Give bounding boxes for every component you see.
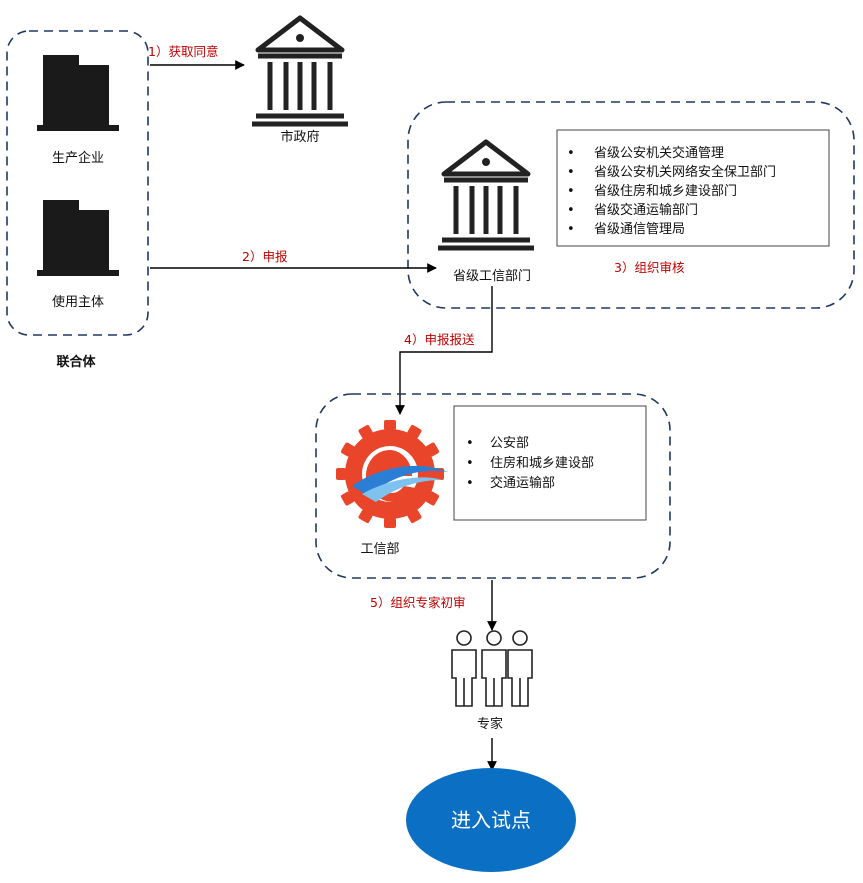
people-group-icon bbox=[451, 630, 533, 707]
ministry-dept-item: 公安部 bbox=[490, 436, 529, 451]
provincial-dept-item: 省级住房和城乡建设部门 bbox=[594, 183, 737, 199]
bullet: • bbox=[466, 476, 474, 491]
bullet: • bbox=[466, 436, 474, 451]
step4-label: 4）申报报送 bbox=[404, 332, 475, 347]
bullet: • bbox=[466, 456, 474, 471]
bullet: • bbox=[567, 222, 575, 237]
ministry-departments-box bbox=[453, 405, 647, 521]
bullet: • bbox=[567, 203, 575, 218]
ministry-group-border bbox=[315, 393, 671, 579]
provincial-dept-item: 省级公安机关交通管理 bbox=[594, 145, 724, 161]
ministry-label: 工信部 bbox=[360, 542, 399, 557]
result-ellipse bbox=[406, 768, 576, 872]
step2-label: 2）申报 bbox=[242, 249, 288, 264]
producer-label: 生产企业 bbox=[52, 150, 104, 166]
bullet: • bbox=[567, 146, 575, 161]
experts-label: 专家 bbox=[477, 716, 503, 732]
consortium-group-border bbox=[6, 30, 149, 336]
ministry-dept-item: 交通运输部 bbox=[490, 475, 555, 491]
provincial-group-border bbox=[407, 101, 855, 309]
step3-label: 3）组织审核 bbox=[614, 260, 685, 275]
provincial-dept-item: 省级通信管理局 bbox=[594, 222, 685, 237]
office-building-icon bbox=[37, 200, 119, 276]
ministry-dept-item: 住房和城乡建设部 bbox=[490, 455, 594, 471]
provincial-departments-list: • 省级公安机关交通管理 • 省级公安机关网络安全保卫部门 • 省级住房和城乡建… bbox=[567, 145, 776, 237]
bullet: • bbox=[567, 184, 575, 199]
ministry-departments-list: • 公安部 • 住房和城乡建设部 • 交通运输部 bbox=[466, 436, 594, 491]
step1-label: 1）获取同意 bbox=[148, 44, 218, 59]
bullet: • bbox=[567, 165, 575, 180]
result-label: 进入试点 bbox=[451, 808, 531, 832]
consortium-label: 联合体 bbox=[56, 354, 96, 370]
government-building-icon bbox=[252, 15, 348, 127]
user-label: 使用主体 bbox=[52, 294, 104, 310]
government-building-icon bbox=[438, 139, 534, 251]
provincial-label: 省级工信部门 bbox=[453, 269, 531, 284]
provincial-departments-box bbox=[556, 129, 830, 247]
provincial-dept-item: 省级公安机关网络安全保卫部门 bbox=[594, 164, 776, 180]
step5-label: 5）组织专家初审 bbox=[370, 595, 465, 610]
step4-arrow bbox=[395, 286, 493, 415]
office-building-icon bbox=[37, 55, 119, 131]
ministry-logo-icon bbox=[336, 420, 448, 528]
provincial-dept-item: 省级交通运输部门 bbox=[594, 202, 698, 218]
city-gov-label: 市政府 bbox=[280, 129, 319, 145]
